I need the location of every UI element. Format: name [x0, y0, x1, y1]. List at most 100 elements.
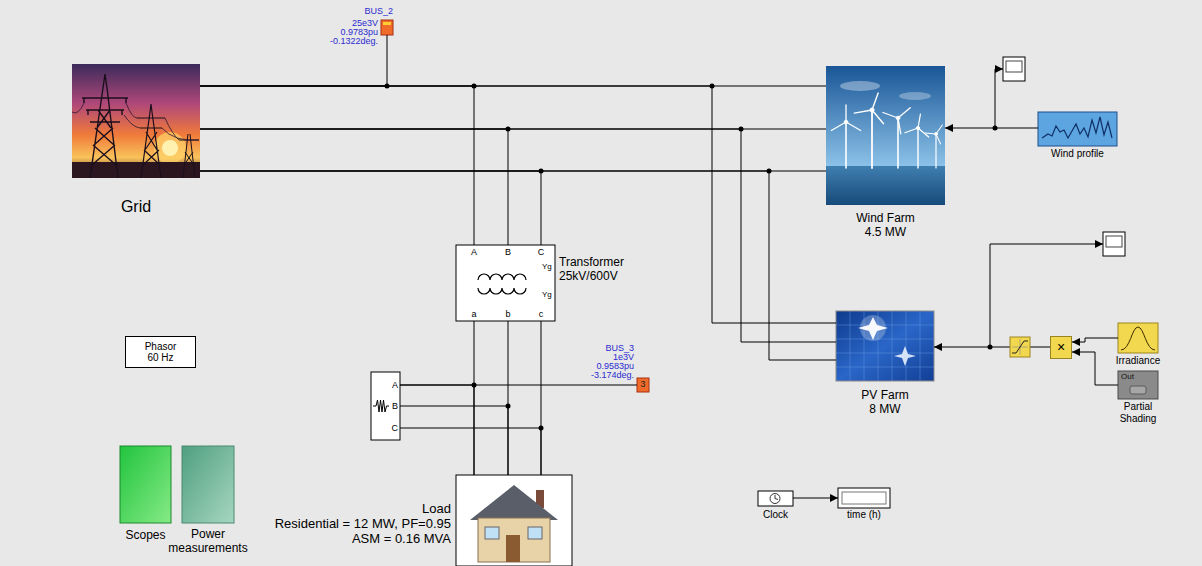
block-label: 60 Hz: [147, 352, 173, 364]
signal-branch: [990, 244, 1103, 347]
wind-farm-illustration: [899, 92, 931, 100]
grid-illustration: [162, 140, 178, 156]
wind-farm-illustration: [831, 105, 860, 168]
block-label: Scopes: [125, 529, 165, 543]
junction-dot: [385, 84, 390, 89]
block-label: ASM = 0.16 MVA: [352, 532, 451, 547]
wind-farm-illustration: [897, 118, 899, 168]
shading-symbol: [1130, 386, 1146, 394]
wind-farm-illustration: [896, 116, 900, 120]
port-label: C: [538, 247, 545, 257]
port-label: c: [539, 309, 544, 319]
load-illustration: [470, 485, 558, 520]
junction-dot: [539, 426, 544, 431]
power-measurement-subsystem: Power measurements: [182, 446, 234, 523]
block-label: Load: [422, 502, 451, 517]
three-phase-source-symbol: [373, 400, 389, 412]
shading-block: OutPartial Shading: [1118, 371, 1158, 399]
wind-farm-illustration: [925, 120, 950, 144]
wind-profile-symbol: [1042, 117, 1112, 138]
power-line: [200, 171, 836, 360]
wind-farm-illustration: [844, 120, 848, 124]
clock-block: Clock: [758, 491, 793, 506]
grid-illustration: [179, 134, 199, 178]
shading-symbol: [1118, 371, 1158, 399]
port-label: b: [505, 309, 510, 319]
wind-farm-illustration: [854, 88, 893, 168]
irradiance-symbol: [1121, 327, 1155, 350]
measurement-value: 0.9583pu: [596, 361, 634, 371]
irradiance-block: Irradiance: [1118, 323, 1158, 353]
wind-farm-illustration: [935, 134, 936, 168]
load-illustration: [528, 527, 542, 539]
wind-farm-illustration: [905, 112, 932, 168]
measurement-value: 1e3V: [613, 352, 634, 362]
connector-layer: [200, 35, 1118, 498]
junction-dot: [506, 127, 511, 132]
pv-farm-illustration: [858, 317, 888, 340]
load-illustration: [485, 527, 499, 539]
scopes-subsystem: Scopes: [120, 446, 171, 523]
signal-line: [945, 128, 1038, 129]
bus-measurement-icon: [383, 22, 391, 25]
block-label: 4.5 MW: [865, 226, 906, 240]
shading-symbol: [1118, 371, 1158, 399]
junction-dot: [739, 127, 744, 132]
block-label: Phasor: [145, 341, 177, 353]
block-label: Grid: [121, 198, 151, 216]
load-illustration: [478, 518, 550, 562]
three-phase-source-symbol: [371, 372, 400, 440]
wind-farm-illustration: [916, 126, 919, 129]
power-line: [200, 171, 541, 245]
load-illustration: [456, 475, 572, 566]
saturation-symbol: [1012, 339, 1028, 355]
grid-illustration: [72, 103, 199, 140]
port-label: B: [505, 247, 511, 257]
port-label: C: [392, 423, 399, 433]
scope-symbol: [1103, 232, 1125, 256]
wind-farm-illustration: [925, 120, 950, 168]
measurement-value: -0.1322deg.: [330, 36, 378, 46]
bus-measurement: 3BUS_31e3V0.9583pu-3.174deg.: [637, 378, 649, 392]
clock-symbol: [770, 494, 780, 504]
pv-farm-illustration: [836, 311, 934, 381]
block-label: Transformer: [559, 256, 624, 270]
wind-farm-illustration: [917, 128, 918, 168]
wind-farm-illustration: [831, 105, 860, 131]
power-line: [200, 35, 387, 86]
bus-measurement-icon: [381, 20, 649, 392]
grid-illustration: [72, 64, 200, 178]
wind-profile-block: Wind profile: [1038, 112, 1117, 146]
winding-label: Yg: [542, 262, 552, 271]
irradiance-symbol: [1118, 323, 1158, 353]
wind-profile-symbol: [1038, 112, 1117, 146]
measurement-value: 0.9783pu: [340, 27, 378, 37]
scope-symbol: [1006, 61, 1022, 72]
scope-symbol: [1003, 57, 1025, 81]
transformer: ABCYgYgabcTransformer25kV/600V: [456, 245, 555, 321]
block-label: Wind profile: [1051, 148, 1104, 160]
signal-branch: [990, 69, 1103, 347]
junction-dot: [472, 84, 477, 89]
block-label: Residential = 12 MW, PF=0.95: [275, 517, 451, 532]
wind-farm-illustration: [854, 88, 893, 124]
block-label: time (h): [847, 509, 881, 521]
wind-profile-symbol: [1038, 112, 1117, 146]
saturation-symbol: [1012, 341, 1028, 353]
power-line: [400, 385, 474, 475]
junction-dot: [385, 84, 998, 431]
scope-symbol: [1106, 236, 1122, 247]
block-label: Clock: [763, 509, 788, 521]
signal-line: [1072, 352, 1118, 385]
block-label: Wind Farm: [856, 212, 915, 226]
wind-farm-illustration: [871, 110, 873, 168]
measurement-value: 25e3V: [352, 18, 378, 28]
irradiance-symbol: [1118, 323, 1158, 353]
wind-farm-illustration: [826, 66, 950, 205]
pv-farm-illustration: [894, 346, 916, 366]
clock-symbol: [775, 495, 778, 500]
block-label: Partial Shading: [1120, 401, 1157, 424]
product-block: ×: [1050, 336, 1072, 359]
signal-branch: [995, 69, 1003, 128]
port-label: A: [471, 247, 477, 257]
